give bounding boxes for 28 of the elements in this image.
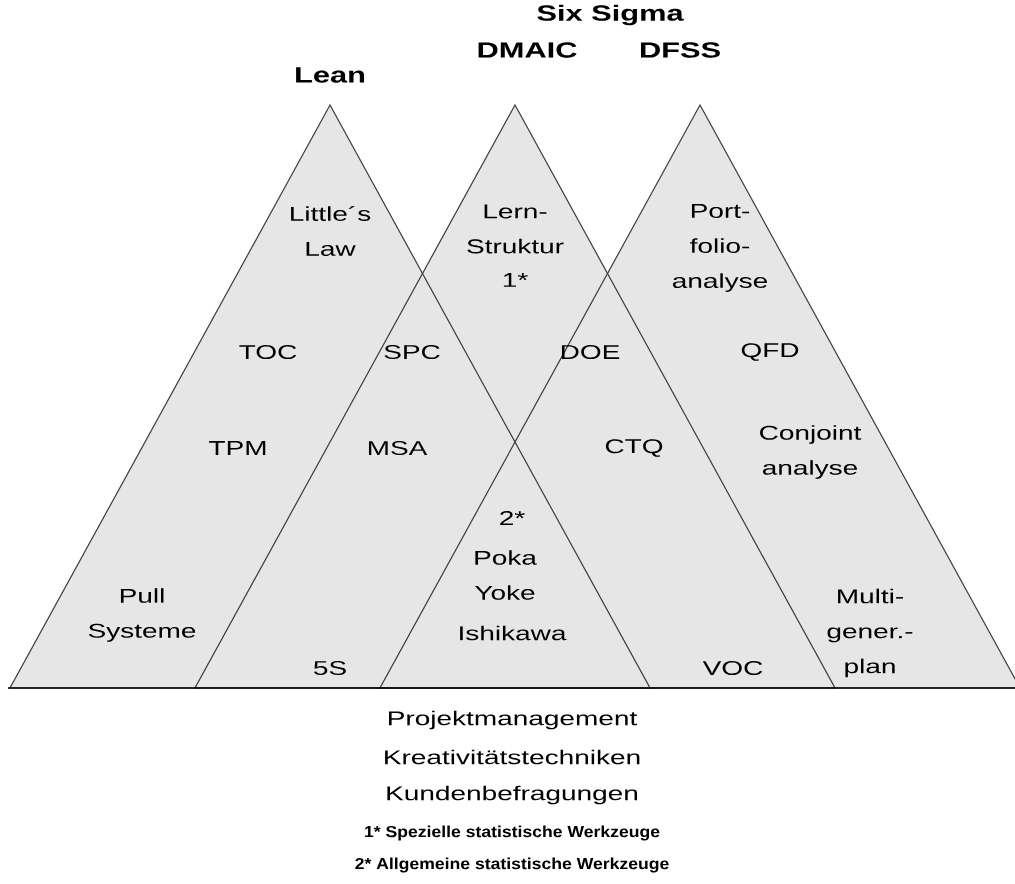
tool-label: Pull Systeme — [88, 588, 196, 642]
tool-label: TPM — [209, 441, 266, 455]
heading: Six Sigma — [537, 4, 684, 26]
method-label: Kundenbefragungen — [387, 785, 638, 805]
tool-label: SPC — [384, 344, 440, 360]
method-label: Kreativitätstechniken — [385, 749, 640, 765]
tool-label: 2* — [500, 511, 525, 525]
tool-label: Lern- Struktur — [467, 204, 564, 254]
tool-label: DOE — [561, 344, 620, 360]
tool-label: VOC — [702, 660, 763, 676]
tool-label: TOC — [239, 344, 297, 360]
tool-label: CTQ — [605, 439, 663, 457]
tool-label: Multi- gener.- plan — [827, 588, 913, 678]
tool-label: Conjoint analyse — [760, 425, 862, 479]
tool-label: MSA — [368, 440, 428, 456]
tool-label: Poka Yoke — [475, 550, 537, 600]
node-label: DFSS — [640, 42, 720, 58]
method-label: Projektmanagement — [389, 710, 638, 730]
tool-label: Ishikawa — [460, 625, 567, 641]
tool-label: QFD — [741, 343, 799, 361]
tool-label: 1* — [503, 273, 528, 287]
node-label: Lean — [296, 67, 365, 83]
tool-label: Port- folio- analyse — [672, 204, 767, 292]
node-label: DMAIC — [478, 42, 577, 58]
tool-label: 5S — [314, 660, 346, 676]
footnote: 2* Allgemeine statistische Werkzeuge — [355, 857, 669, 873]
footnote: 1* Spezielle statistische Werkzeuge — [365, 825, 660, 841]
tool-label: Little´s Law — [291, 206, 371, 256]
